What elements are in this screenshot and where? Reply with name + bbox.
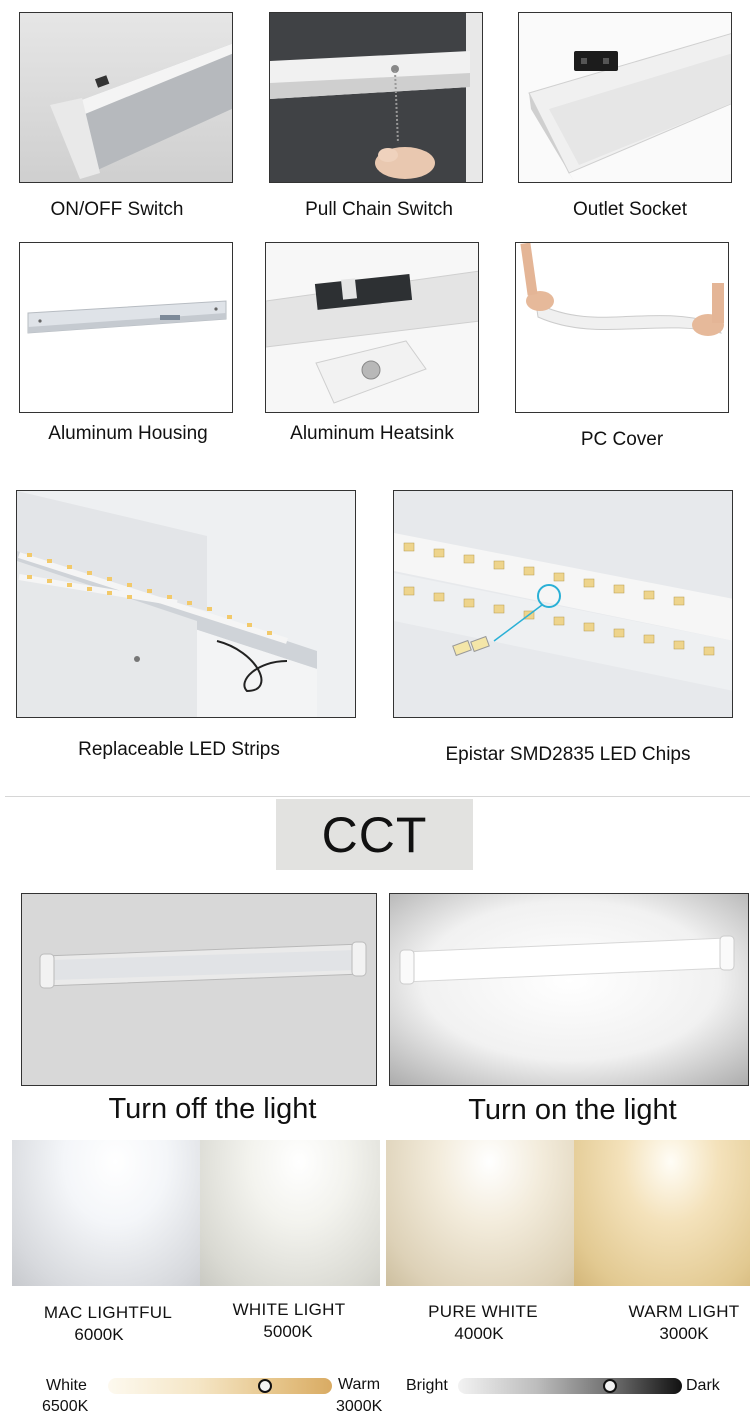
color-scale-knob [257, 1379, 272, 1393]
brightness-scale-knob [603, 1379, 618, 1393]
feature-caption: Aluminum Housing [48, 423, 208, 444]
temp-value: 6000K [74, 1325, 124, 1344]
section-divider [5, 796, 750, 797]
feature-caption: Replaceable LED Strips [78, 739, 280, 760]
feature-caption: Epistar SMD2835 LED Chips [445, 744, 691, 765]
light-on-caption: Turn on the light [468, 1094, 677, 1126]
feature-caption: Pull Chain Switch [305, 199, 453, 220]
heatsink-photo [265, 242, 479, 413]
temp-value: 4000K [454, 1324, 504, 1343]
light-off-photo [21, 893, 377, 1086]
pull-chain-photo [269, 12, 483, 183]
temp-name: WARM LIGHT [628, 1302, 740, 1321]
led-strips-photo [16, 490, 356, 718]
temp-name: PURE WHITE [428, 1302, 538, 1321]
color-scale-left-label: White [46, 1377, 87, 1394]
feature-caption: Aluminum Heatsink [290, 423, 454, 444]
feature-caption: Outlet Socket [572, 199, 688, 220]
temp-value: 5000K [263, 1322, 313, 1341]
swatch-3000k [574, 1140, 750, 1286]
switch-photo [19, 12, 233, 183]
pc-cover-photo [515, 242, 729, 413]
feature-caption: PC Cover [580, 429, 664, 450]
color-scale-right-value: 3000K [336, 1398, 383, 1415]
brightness-scale [458, 1378, 682, 1394]
led-chips-photo [393, 490, 733, 718]
temp-name: WHITE LIGHT [232, 1300, 346, 1319]
brightness-scale-right-label: Dark [686, 1377, 720, 1394]
housing-photo [19, 242, 233, 413]
light-off-caption: Turn off the light [108, 1093, 317, 1125]
swatch-5000k [200, 1140, 380, 1286]
cct-heading: CCT [276, 799, 473, 870]
color-scale-left-value: 6500K [42, 1398, 89, 1415]
temp-name: MAC LIGHTFUL [43, 1303, 173, 1322]
outlet-photo [518, 12, 732, 183]
color-scale-right-label: Warm [338, 1376, 381, 1393]
light-on-photo [389, 893, 749, 1086]
swatch-6000k [12, 1140, 200, 1286]
brightness-scale-left-label: Bright [406, 1377, 448, 1394]
swatch-4000k [386, 1140, 574, 1286]
temp-value: 3000K [659, 1324, 709, 1343]
feature-caption: ON/OFF Switch [50, 199, 184, 220]
color-temperature-scale [108, 1378, 332, 1394]
